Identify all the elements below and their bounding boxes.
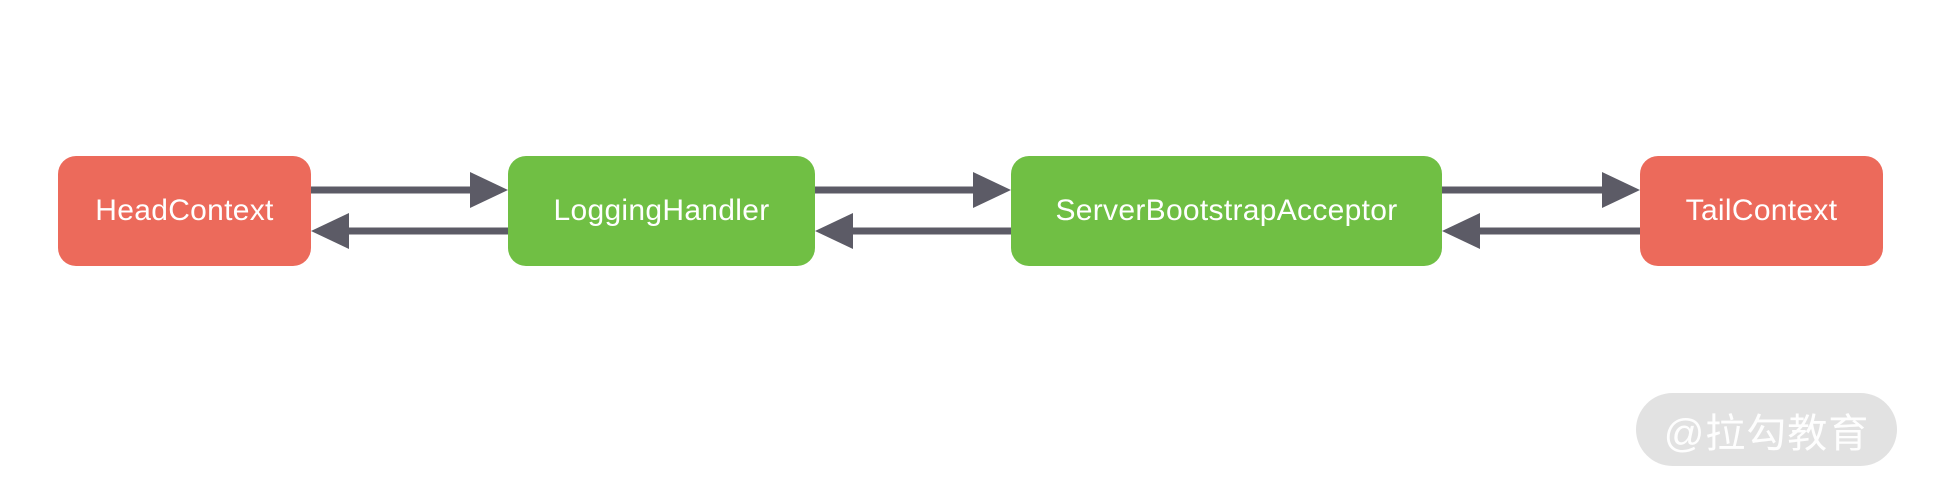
node-head-context-label: HeadContext — [95, 194, 274, 227]
node-logging-handler-label: LoggingHandler — [553, 194, 770, 227]
node-logging-handler: LoggingHandler — [508, 156, 815, 266]
arrow-logging-to-acceptor — [815, 172, 1011, 208]
node-head-context: HeadContext — [58, 156, 311, 266]
arrow-acceptor-to-tail — [1442, 172, 1640, 208]
node-tail-context: TailContext — [1640, 156, 1883, 266]
watermark-badge: @拉勾教育 — [1636, 393, 1897, 466]
node-server-bootstrap-acceptor-label: ServerBootstrapAcceptor — [1055, 194, 1398, 227]
arrow-head-to-logging — [311, 172, 508, 208]
arrow-logging-to-head — [311, 213, 508, 249]
node-server-bootstrap-acceptor: ServerBootstrapAcceptor — [1011, 156, 1442, 266]
arrow-acceptor-to-logging — [815, 213, 1011, 249]
watermark-label: @拉勾教育 — [1663, 411, 1870, 456]
arrow-tail-to-acceptor — [1442, 213, 1640, 249]
node-tail-context-label: TailContext — [1685, 194, 1838, 227]
